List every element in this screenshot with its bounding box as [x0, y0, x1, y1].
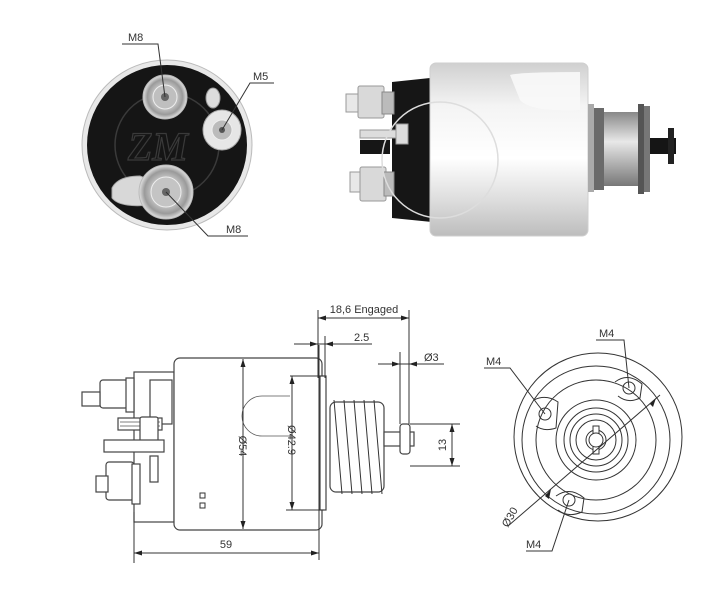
dim-pin-diameter: Ø3 — [378, 352, 444, 424]
callout-bottom-m8: M8 — [165, 191, 248, 237]
dim-length: 59 — [133, 345, 320, 563]
dim-label: Ø54 — [236, 436, 248, 457]
callout-label: M4 — [486, 356, 501, 368]
end-drawing: Ø30 M4 M4 M4 — [484, 328, 683, 552]
callout-label: M8 — [128, 32, 143, 44]
outer-circle — [513, 352, 683, 522]
dim-label: 13 — [437, 439, 449, 451]
callout-label: M8 — [226, 224, 241, 236]
dim-gap: 2.5 — [294, 332, 372, 378]
callout-label: M5 — [253, 71, 268, 83]
dim-body-diameter: Ø54 — [236, 359, 248, 529]
terminal-block — [81, 371, 175, 523]
dim-label: 59 — [220, 539, 232, 551]
photo-end-view: ZM M8 M5 — [81, 32, 274, 237]
photo-side-view — [345, 62, 676, 237]
watermark-logo: ZM — [127, 124, 189, 169]
dim-label: 18,6 Engaged — [330, 304, 399, 316]
callout-label: M4 — [526, 539, 541, 551]
dim-flange-diameter: Ø42.9 — [285, 375, 324, 511]
hole-left — [533, 396, 559, 431]
dim-engaged-stroke: 18,6 Engaged — [317, 304, 410, 424]
side-drawing: Ø54 Ø42.9 59 18,6 Engaged — [81, 304, 460, 563]
callout-top-m8: M8 — [122, 32, 166, 98]
dim-label: 2.5 — [354, 332, 369, 344]
callout-left-m4: M4 — [484, 356, 546, 415]
hole-bottom — [555, 491, 585, 516]
dim-plunger-height: 13 — [410, 423, 460, 467]
dim-label: Ø42.9 — [285, 425, 297, 455]
spring — [329, 399, 385, 495]
hole-right — [614, 377, 643, 402]
callout-right-m4: M4 — [596, 328, 630, 389]
callout-label: M4 — [599, 328, 614, 340]
callout-m5: M5 — [221, 71, 274, 131]
dim-label: Ø3 — [424, 352, 439, 364]
callout-bottom-m4: M4 — [526, 499, 570, 552]
